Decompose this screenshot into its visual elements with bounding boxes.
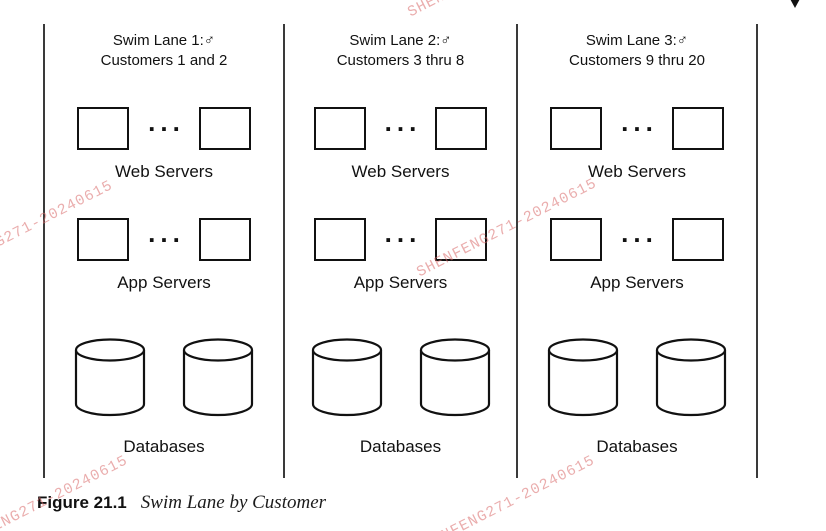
- server-box: [198, 218, 251, 261]
- down-triangle-cursor-icon: [789, 0, 801, 8]
- app-server-row: ...: [550, 218, 724, 261]
- databases-label: Databases: [596, 437, 678, 456]
- database-cylinder-icon: [655, 338, 727, 417]
- ellipsis-dots: ...: [148, 217, 185, 248]
- figure-caption-title: Swim Lane by Customer: [140, 492, 327, 513]
- database-cylinder-icon: [182, 338, 254, 417]
- ellipsis-dots: ...: [148, 106, 185, 137]
- server-box: [77, 218, 130, 261]
- database-row: [311, 338, 491, 417]
- web-server-row: ...: [550, 107, 724, 150]
- figure-caption: Figure 21.1 Swim Lane by Customer: [37, 492, 326, 514]
- databases-label: Databases: [359, 437, 442, 456]
- ellipsis-dots: ...: [384, 106, 422, 137]
- lane-divider: [43, 24, 45, 478]
- database-row: [547, 338, 727, 417]
- web-servers-label: Web Servers: [351, 162, 450, 181]
- server-box: [77, 107, 130, 150]
- web-servers-label: Web Servers: [115, 162, 213, 181]
- server-box: [671, 218, 724, 261]
- server-box: [435, 218, 488, 261]
- server-box: [550, 218, 603, 261]
- web-server-row: ...: [313, 106, 488, 150]
- ellipsis-dots: ...: [621, 217, 658, 248]
- databases-label: Databases: [123, 437, 205, 456]
- web-server-row: ...: [77, 107, 251, 150]
- swim-lane-3: Swim Lane 3:♂ Customers 9 thru 20 ... We…: [518, 25, 756, 478]
- lane-divider: [283, 24, 285, 478]
- server-box: [313, 218, 366, 261]
- database-cylinder-icon: [419, 338, 490, 417]
- web-servers-label: Web Servers: [588, 162, 686, 181]
- lane-divider: [516, 24, 518, 478]
- watermark-text: SHENFENG271-20240615: [405, 0, 591, 21]
- lane-title-line1: Swim Lane 1:♂: [112, 32, 216, 49]
- lane-title-line2: Customers 9 thru 20: [569, 52, 705, 69]
- lane-title: Swim Lane 3:♂ Customers 9 thru 20: [569, 31, 705, 71]
- ellipsis-dots: ...: [621, 106, 658, 137]
- database-cylinder-icon: [311, 338, 382, 417]
- lane-title-line2: Customers 1 and 2: [100, 52, 228, 69]
- server-box: [550, 107, 603, 150]
- lane-divider: [756, 24, 758, 478]
- lane-title-line1: Swim Lane 3:♂: [585, 32, 689, 49]
- server-box: [671, 107, 724, 150]
- ellipsis-dots: ...: [384, 217, 422, 248]
- app-servers-label: App Servers: [117, 273, 211, 292]
- app-servers-label: App Servers: [353, 273, 448, 292]
- server-box: [435, 107, 488, 150]
- database-cylinder-icon: [547, 338, 619, 417]
- server-box: [313, 107, 366, 150]
- app-servers-label: App Servers: [590, 273, 684, 292]
- lane-title: Swim Lane 2:♂ Customers 3 thru 8: [337, 31, 465, 71]
- lane-title-line1: Swim Lane 2:♂: [349, 32, 452, 49]
- app-server-row: ...: [77, 218, 251, 261]
- figure-caption-number: Figure 21.1: [37, 493, 127, 512]
- swim-lane-2: Swim Lane 2:♂ Customers 3 thru 8 ... Web…: [285, 25, 516, 478]
- database-cylinder-icon: [74, 338, 146, 417]
- server-box: [198, 107, 251, 150]
- database-row: [74, 338, 254, 417]
- swim-lane-1: Swim Lane 1:♂ Customers 1 and 2 ... Web …: [45, 25, 283, 478]
- lane-title: Swim Lane 1:♂ Customers 1 and 2: [101, 31, 228, 71]
- app-server-row: ...: [313, 217, 488, 261]
- lane-title-line2: Customers 3 thru 8: [336, 52, 465, 69]
